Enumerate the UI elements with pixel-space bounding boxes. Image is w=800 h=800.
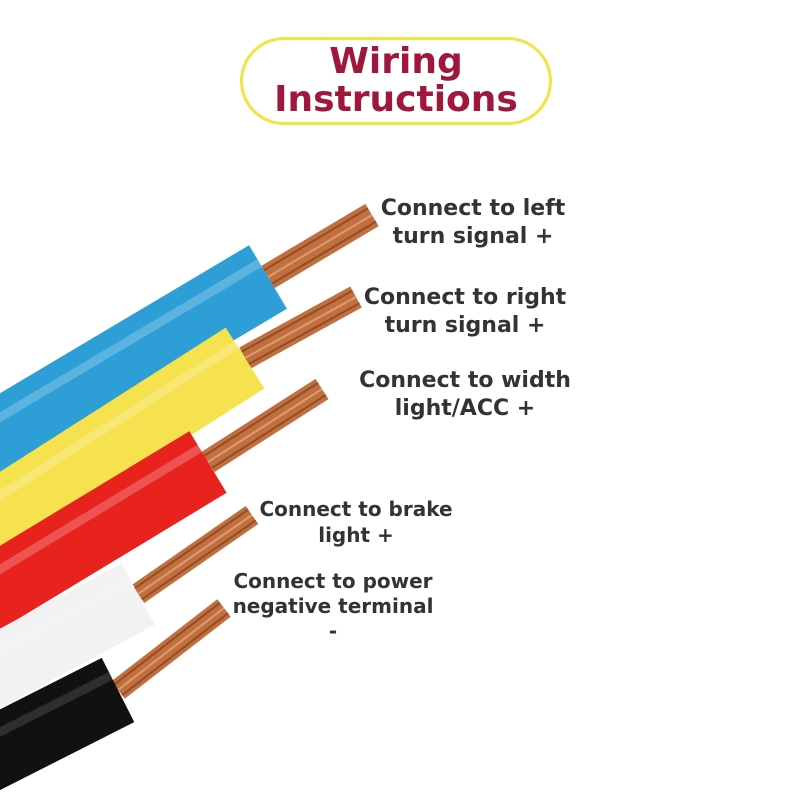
label-line: turn signal + bbox=[392, 224, 554, 249]
insulation-blue bbox=[0, 245, 287, 480]
copper-strand bbox=[267, 214, 373, 278]
insulation-highlight bbox=[0, 444, 203, 575]
insulation-white bbox=[0, 563, 155, 709]
label-width-light-acc: Connect to width light/ACC + bbox=[345, 367, 585, 423]
insulation-highlight bbox=[0, 576, 133, 656]
insulation-yellow bbox=[0, 327, 265, 558]
label-line: Connect to right bbox=[363, 285, 567, 310]
copper-strand bbox=[271, 220, 377, 285]
copper-strand bbox=[121, 612, 229, 697]
label-line: Connect to width bbox=[359, 368, 571, 393]
label-right-turn-signal: Connect to right turn signal + bbox=[350, 284, 580, 340]
title-line-2: Instructions bbox=[274, 79, 518, 120]
label-line: Connect to power bbox=[233, 569, 433, 593]
label-line: light/ACC + bbox=[394, 396, 536, 421]
copper-strand bbox=[203, 382, 319, 457]
label-line: light + bbox=[318, 523, 394, 547]
wire-blue bbox=[0, 203, 379, 480]
label-line: negative terminal bbox=[232, 594, 434, 618]
label-brake-light: Connect to brake light + bbox=[245, 496, 467, 548]
label-left-turn-signal: Connect to left turn signal + bbox=[360, 195, 586, 251]
copper-strand bbox=[263, 207, 369, 272]
insulation-highlight bbox=[0, 259, 262, 423]
label-line: Connect to brake bbox=[259, 497, 453, 521]
copper-strand bbox=[244, 296, 357, 359]
insulation-highlight bbox=[0, 341, 239, 501]
insulation-highlight bbox=[0, 672, 113, 737]
label-line: Connect to left bbox=[380, 196, 566, 221]
copper-strand bbox=[241, 289, 354, 353]
copper-strand bbox=[137, 514, 253, 595]
label-line: turn signal + bbox=[384, 313, 546, 338]
wire-white bbox=[0, 505, 259, 709]
copper-strand bbox=[133, 508, 249, 590]
insulation-black bbox=[0, 657, 135, 791]
wire-red bbox=[0, 378, 329, 630]
copper-strand bbox=[207, 388, 323, 463]
wire-black bbox=[0, 599, 231, 791]
label-power-negative: Connect to power negative terminal - bbox=[222, 569, 444, 644]
title-badge: Wiring Instructions bbox=[240, 37, 552, 125]
copper-strand bbox=[141, 519, 257, 601]
title-line-1: Wiring bbox=[329, 41, 463, 82]
label-line: - bbox=[328, 619, 338, 643]
copper-strand bbox=[211, 394, 327, 469]
copper-strand bbox=[117, 607, 225, 691]
copper-strand bbox=[113, 601, 221, 686]
wire-yellow bbox=[0, 286, 362, 558]
insulation-red bbox=[0, 431, 227, 630]
copper-strand bbox=[247, 302, 360, 366]
